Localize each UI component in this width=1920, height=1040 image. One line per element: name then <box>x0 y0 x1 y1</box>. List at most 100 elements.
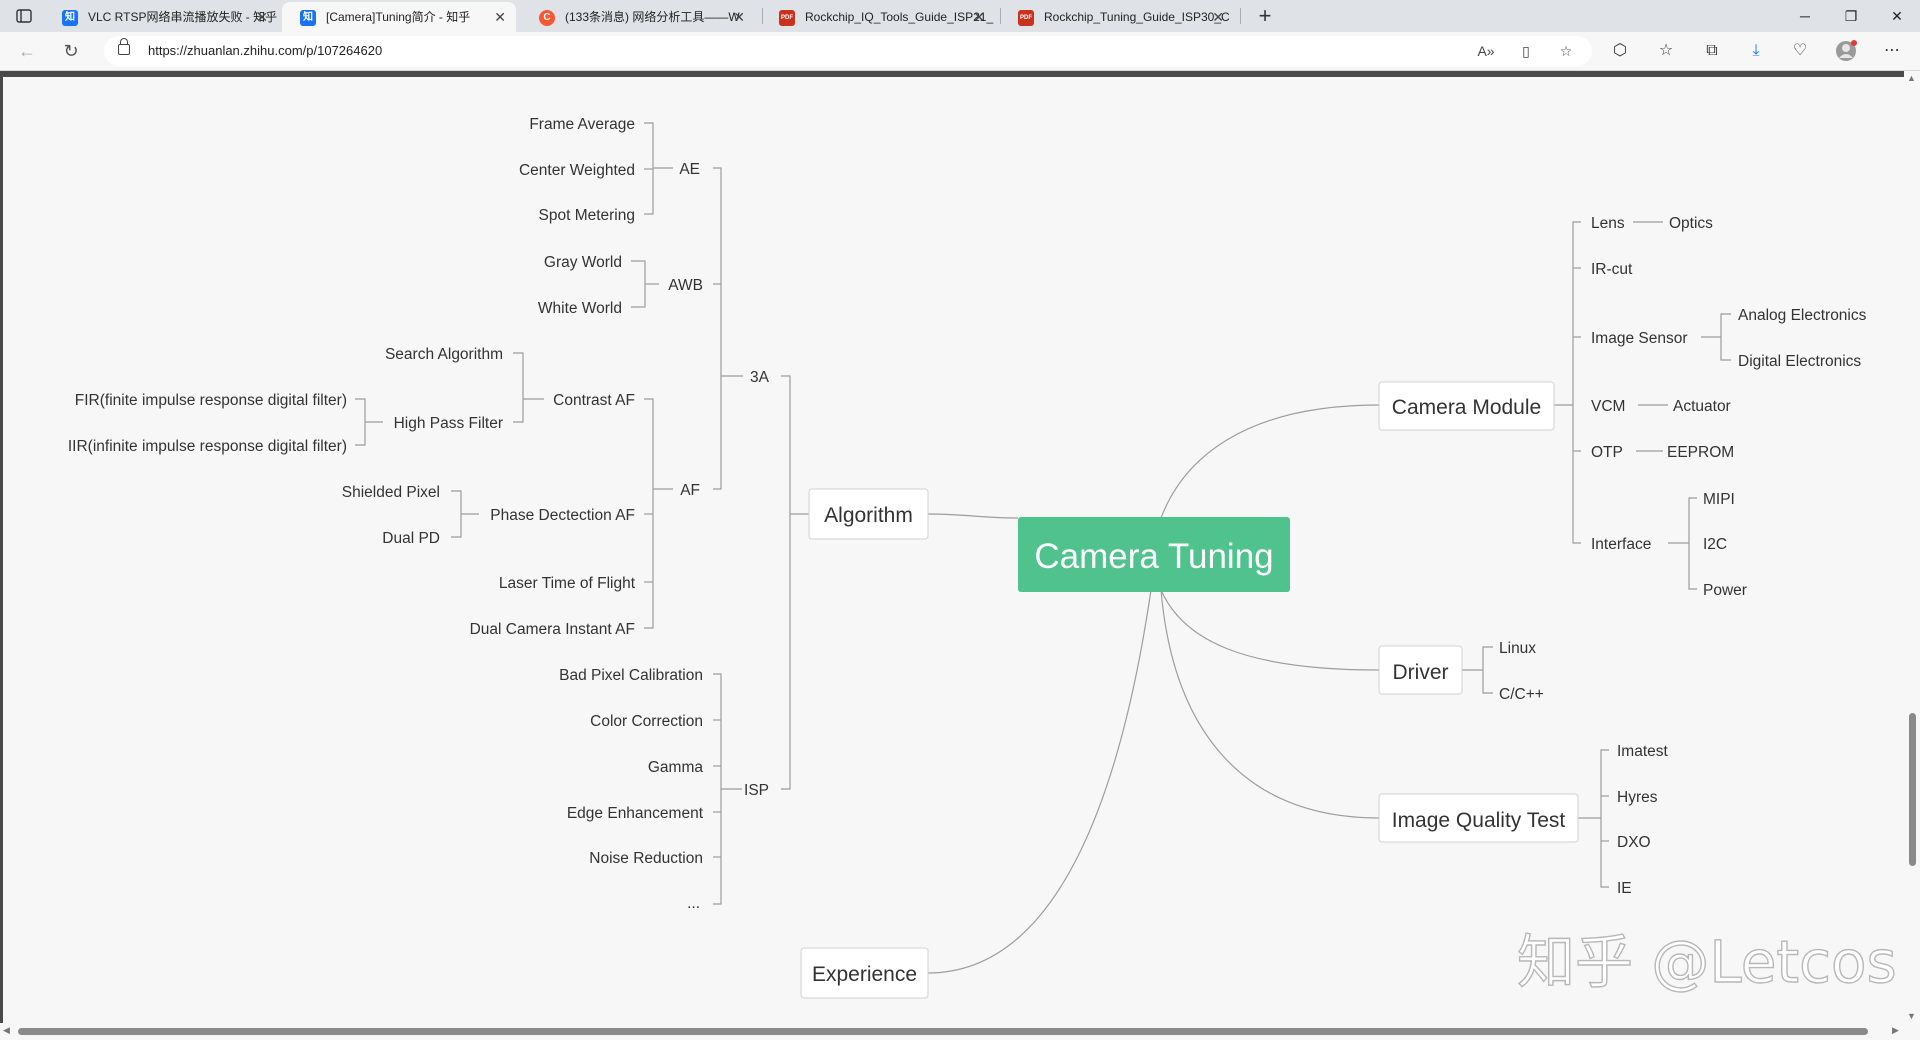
scroll-left-icon[interactable]: ◀ <box>3 1025 10 1035</box>
iqt-node[interactable]: Image Quality Test <box>1392 809 1566 832</box>
back-icon[interactable]: ← <box>18 41 36 61</box>
node-isp[interactable]: ISP <box>744 782 769 799</box>
node-actuator[interactable]: Actuator <box>1673 398 1731 415</box>
address-bar[interactable]: https://zhuanlan.zhihu.com/p/107264620 A… <box>104 36 1592 66</box>
node-bad-pixel[interactable]: Bad Pixel Calibration <box>559 667 703 684</box>
browser-tab[interactable]: C (133条消息) 网络分析工具——W ✕ <box>521 2 755 32</box>
node-color-correction[interactable]: Color Correction <box>590 713 703 730</box>
node-mipi[interactable]: MIPI <box>1703 491 1735 508</box>
close-tab-icon[interactable]: ✕ <box>733 9 745 25</box>
restore-icon[interactable]: ❐ <box>1844 8 1858 24</box>
scroll-down-icon[interactable]: ▼ <box>1907 1011 1916 1021</box>
driver-node[interactable]: Driver <box>1393 661 1449 684</box>
node-power[interactable]: Power <box>1703 582 1747 599</box>
browser-tab[interactable]: PDF Rockchip_Tuning_Guide_ISP30_C ✕ <box>1000 2 1234 32</box>
node-center-weighted[interactable]: Center Weighted <box>519 162 635 179</box>
node-imatest[interactable]: Imatest <box>1617 743 1669 760</box>
node-interface[interactable]: Interface <box>1591 536 1651 553</box>
node-dual-pd[interactable]: Dual PD <box>382 530 440 547</box>
node-ir-cut[interactable]: IR-cut <box>1591 261 1633 278</box>
node-high-pass-filter[interactable]: High Pass Filter <box>394 415 503 432</box>
new-tab-icon[interactable]: + <box>1258 3 1272 28</box>
node-otp[interactable]: OTP <box>1591 444 1623 461</box>
root-node-box[interactable] <box>1018 517 1290 592</box>
algorithm-node[interactable]: Algorithm <box>824 504 913 527</box>
downloads-icon[interactable]: ⤓ <box>1752 42 1760 59</box>
node-analog-electronics[interactable]: Analog Electronics <box>1738 307 1867 324</box>
node-ellipsis[interactable]: ... <box>687 895 700 912</box>
collections-icon[interactable]: ⧉ <box>1706 42 1718 59</box>
node-awb[interactable]: AWB <box>668 277 703 294</box>
node-search-algorithm[interactable]: Search Algorithm <box>385 346 503 363</box>
node-c-cpp[interactable]: C/C++ <box>1499 686 1544 703</box>
iqt-node-box[interactable] <box>1378 793 1579 843</box>
camera-module-node-box[interactable] <box>1378 381 1555 431</box>
tab-actions-icon[interactable] <box>12 6 36 26</box>
address-url[interactable]: https://zhuanlan.zhihu.com/p/107264620 <box>148 43 383 58</box>
close-tab-icon[interactable]: ✕ <box>494 9 506 25</box>
mindmap-canvas: Camera Tuning Algorithm Experience Camer… <box>0 77 1904 1023</box>
browser-tab[interactable]: PDF Rockchip_IQ_Tools_Guide_ISP21_ ✕ <box>761 2 995 32</box>
node-spot-metering[interactable]: Spot Metering <box>539 207 636 224</box>
vertical-scrollbar[interactable]: ▲ ▼ <box>1904 71 1920 1023</box>
browser-tab[interactable]: 知 VLC RTSP网络串流播放失败 - 知乎 ✕ <box>44 2 278 32</box>
extensions-icon[interactable]: ⬡ <box>1613 42 1627 59</box>
node-dual-camera-af[interactable]: Dual Camera Instant AF <box>470 621 635 638</box>
node-phase-detection-af[interactable]: Phase Dectection AF <box>490 507 635 524</box>
node-iir[interactable]: IIR(infinite impulse response digital fi… <box>68 438 347 455</box>
profile-avatar-icon[interactable] <box>1834 40 1858 62</box>
node-digital-electronics[interactable]: Digital Electronics <box>1738 353 1861 370</box>
tab-separator <box>762 8 763 24</box>
experience-node[interactable]: Experience <box>812 963 917 986</box>
read-aloud-icon[interactable]: A» <box>1477 43 1495 59</box>
tab-title: Rockchip_Tuning_Guide_ISP30_C <box>1044 10 1230 24</box>
node-white-world[interactable]: White World <box>538 300 622 317</box>
horizontal-scroll-thumb[interactable] <box>18 1028 1868 1035</box>
more-options-icon[interactable]: ⋯ <box>1884 42 1900 59</box>
algorithm-node-box[interactable] <box>808 488 929 540</box>
pdf-favicon-icon: PDF <box>779 10 795 26</box>
node-contrast-af[interactable]: Contrast AF <box>553 392 635 409</box>
vertical-scroll-thumb[interactable] <box>1909 713 1916 866</box>
node-noise-reduction[interactable]: Noise Reduction <box>589 850 703 867</box>
node-optics[interactable]: Optics <box>1669 215 1713 232</box>
close-tab-icon[interactable]: ✕ <box>256 9 268 25</box>
scroll-up-icon[interactable]: ▲ <box>1907 73 1916 83</box>
driver-node-box[interactable] <box>1378 645 1463 695</box>
camera-module-node[interactable]: Camera Module <box>1392 396 1541 419</box>
node-ae[interactable]: AE <box>679 161 700 178</box>
experience-node-box[interactable] <box>800 947 929 999</box>
refresh-icon[interactable]: ↻ <box>63 41 79 61</box>
node-edge-enhancement[interactable]: Edge Enhancement <box>567 805 704 822</box>
minimize-icon[interactable]: ─ <box>1800 8 1810 24</box>
node-gray-world[interactable]: Gray World <box>544 254 622 271</box>
close-tab-icon[interactable]: ✕ <box>973 9 985 25</box>
node-hyres[interactable]: Hyres <box>1617 789 1658 806</box>
node-lens[interactable]: Lens <box>1591 215 1625 232</box>
node-af[interactable]: AF <box>680 482 700 499</box>
node-dxo[interactable]: DXO <box>1617 834 1651 851</box>
node-gamma[interactable]: Gamma <box>648 759 704 776</box>
node-frame-average[interactable]: Frame Average <box>529 116 635 133</box>
node-vcm[interactable]: VCM <box>1591 398 1625 415</box>
browser-essentials-icon[interactable]: ♡ <box>1792 42 1808 59</box>
immersive-reader-icon[interactable]: ▯ <box>1522 43 1530 59</box>
zhihu-favicon-icon: 知 <box>62 10 78 26</box>
node-laser-tof[interactable]: Laser Time of Flight <box>499 575 636 592</box>
browser-tab-active[interactable]: 知 [Camera]Tuning简介 - 知乎 ✕ <box>282 2 516 32</box>
horizontal-scrollbar[interactable]: ◀ ▶ <box>0 1023 1904 1040</box>
node-image-sensor[interactable]: Image Sensor <box>1591 330 1688 347</box>
node-linux[interactable]: Linux <box>1499 640 1536 657</box>
favorite-star-icon[interactable]: ☆ <box>1559 43 1573 59</box>
close-window-icon[interactable]: ✕ <box>1891 8 1903 24</box>
favorites-icon[interactable]: ☆ <box>1658 42 1674 59</box>
root-node[interactable]: Camera Tuning <box>1034 537 1273 576</box>
close-tab-icon[interactable]: ✕ <box>1212 9 1224 25</box>
node-i2c[interactable]: I2C <box>1703 536 1727 553</box>
node-3a[interactable]: 3A <box>750 369 770 386</box>
node-shielded-pixel[interactable]: Shielded Pixel <box>342 484 440 501</box>
node-eeprom[interactable]: EEPROM <box>1667 444 1734 461</box>
node-fir[interactable]: FIR(finite impulse response digital filt… <box>75 392 347 409</box>
node-ie[interactable]: IE <box>1617 880 1632 897</box>
scroll-right-icon[interactable]: ▶ <box>1892 1025 1899 1035</box>
